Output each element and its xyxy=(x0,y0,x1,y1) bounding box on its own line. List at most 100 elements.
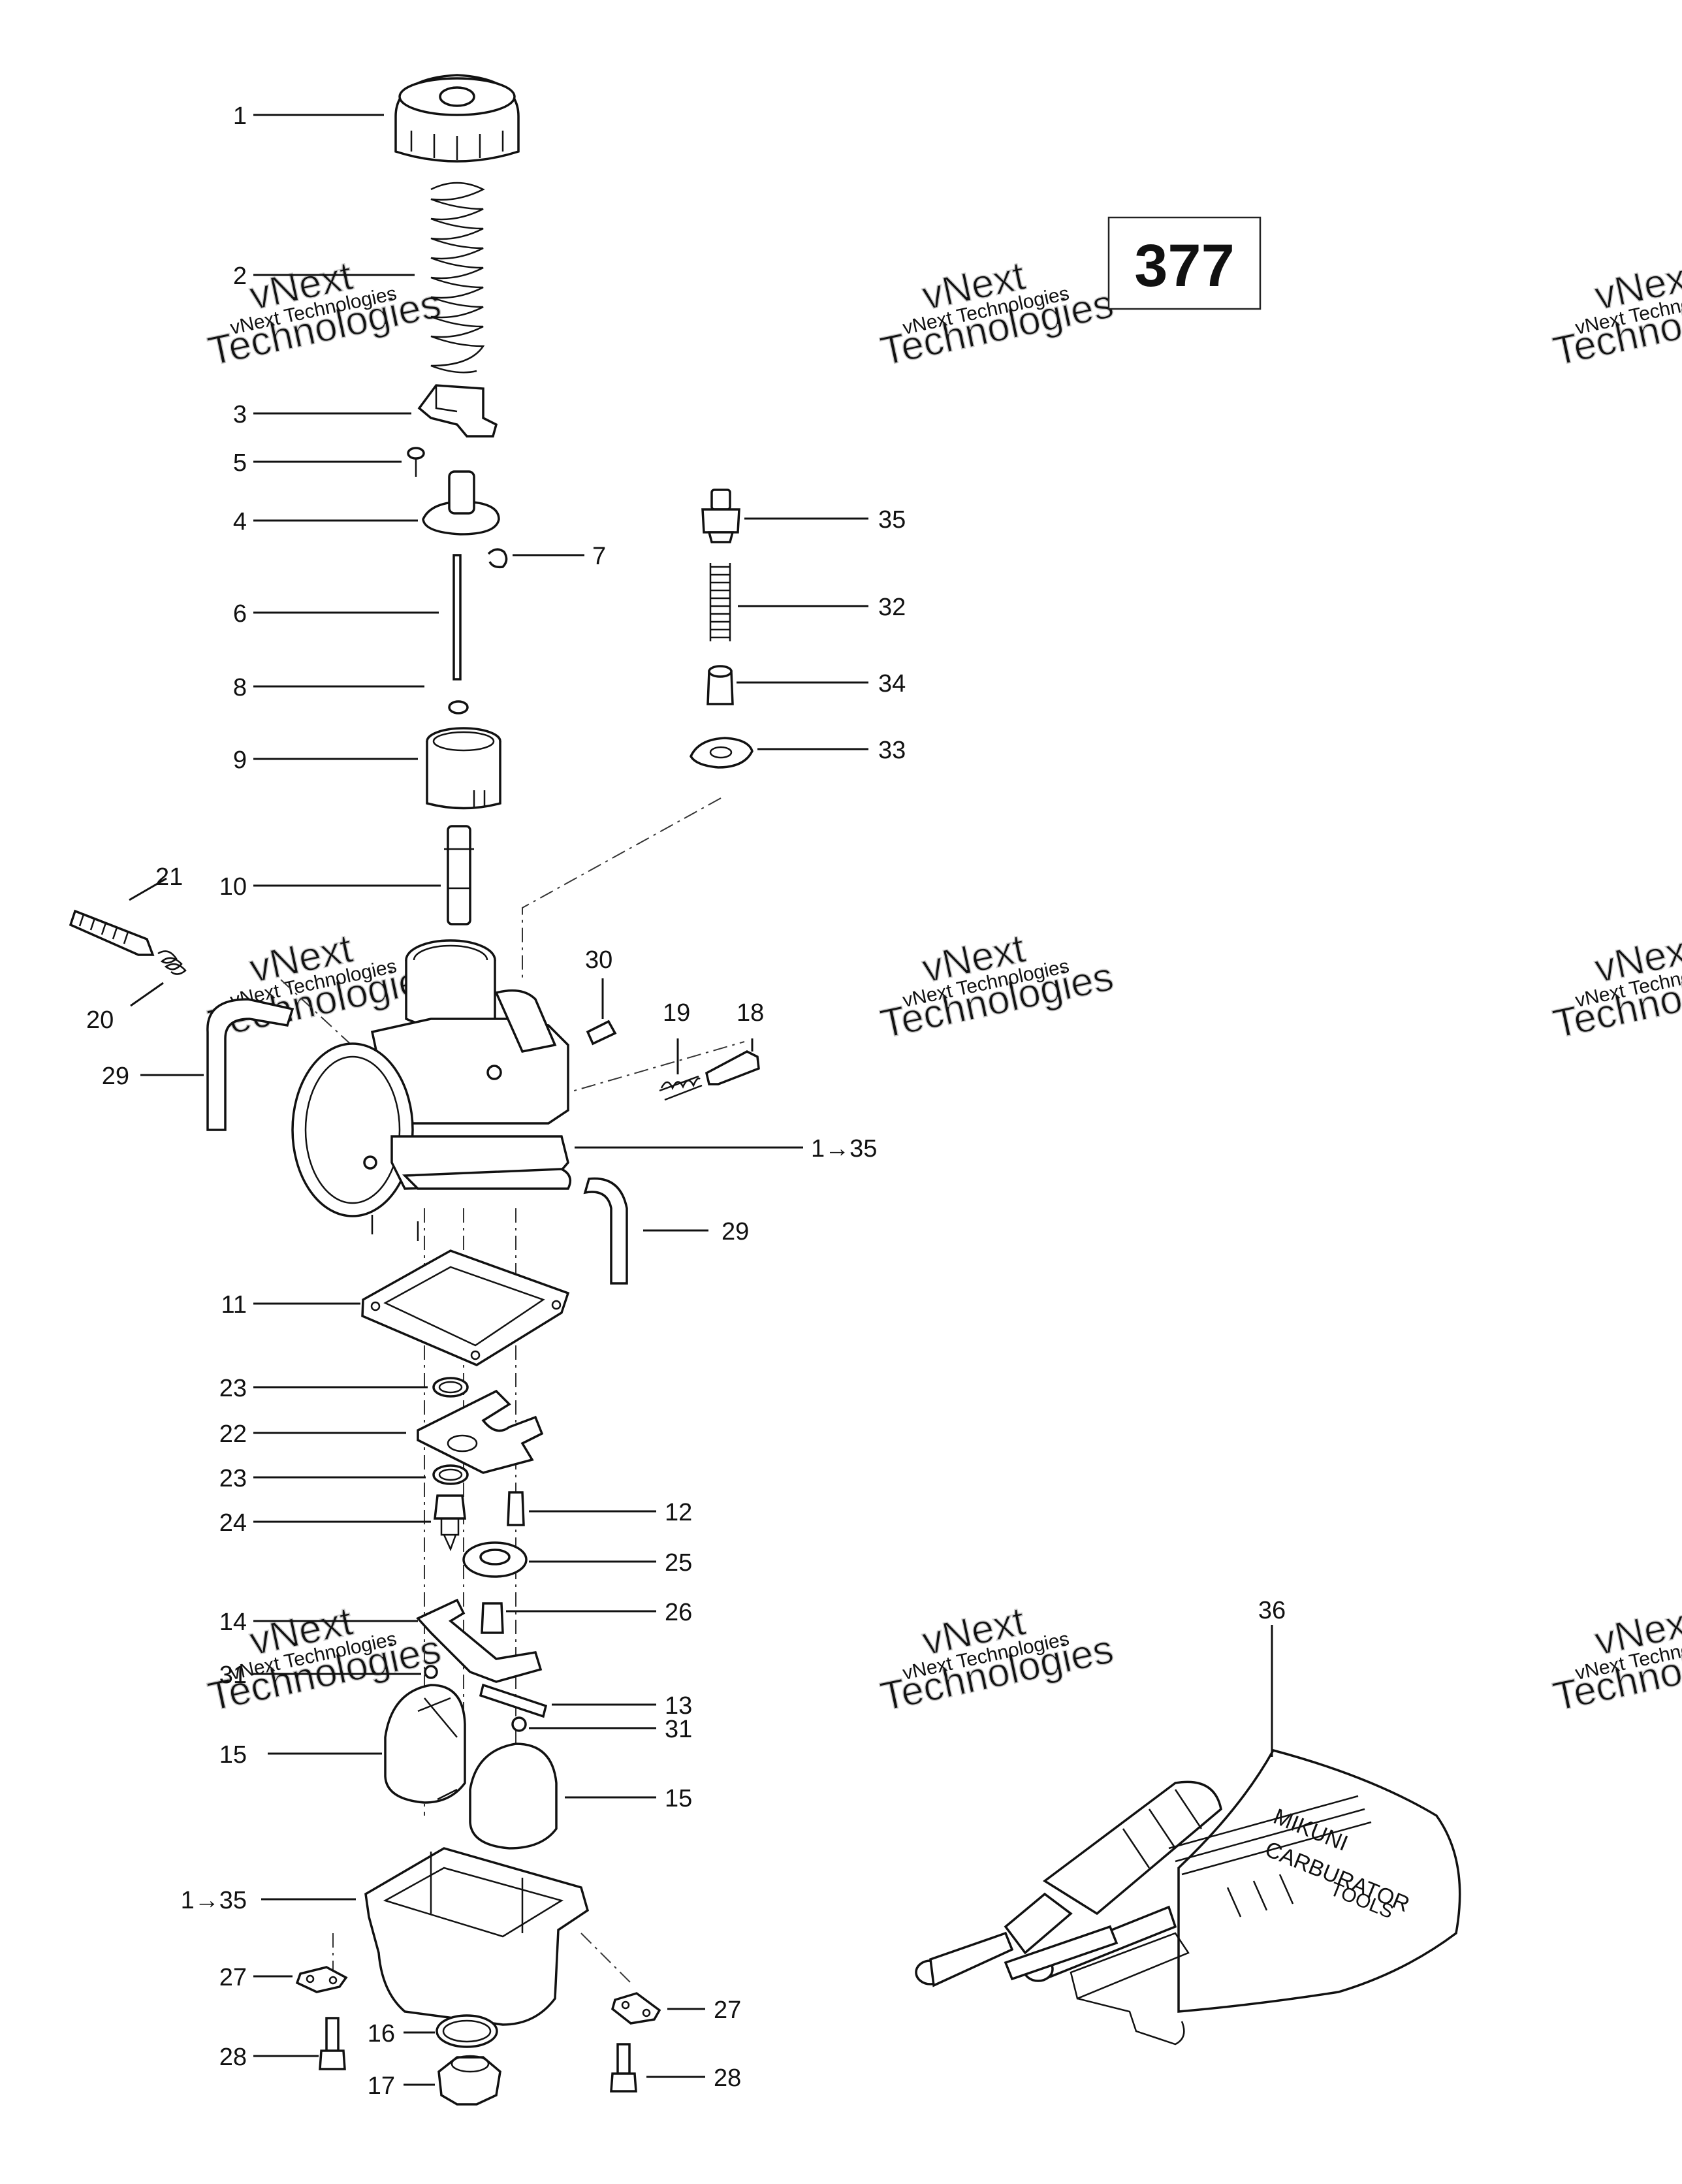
callout-22: 22 xyxy=(219,1421,247,1448)
part-needle-jet xyxy=(444,825,474,925)
callout-31-lower: 31 xyxy=(665,1716,692,1743)
callout-7: 7 xyxy=(592,543,606,570)
callout-29-right: 29 xyxy=(722,1218,749,1245)
watermark: vNext Technologies vNext Technologies xyxy=(1549,1598,1682,1720)
part-idle-spring xyxy=(659,1075,703,1101)
part-idle-screw xyxy=(705,1050,760,1085)
part-float-left xyxy=(384,1684,466,1804)
part-pin-upper xyxy=(424,1665,438,1679)
part-bowl-screw-right xyxy=(610,2043,637,2093)
callout-16: 16 xyxy=(368,2020,395,2048)
callout-5: 5 xyxy=(233,449,247,477)
part-plug xyxy=(586,1020,617,1046)
part-pilot-spring xyxy=(157,950,187,975)
callout-labels: 1 2 3 5 4 7 6 8 9 10 21 20 29 35 32 34 3… xyxy=(86,103,1286,2100)
watermark: vNext Technologies vNext Technologies xyxy=(876,925,1118,1048)
part-carburetor-body xyxy=(291,939,572,1241)
callout-12: 12 xyxy=(665,1499,692,1526)
diagram-number: 377 xyxy=(1134,233,1235,299)
callout-2: 2 xyxy=(233,263,247,290)
part-float-bowl-gasket xyxy=(361,1249,570,1366)
part-needle xyxy=(452,554,462,681)
callout-18: 18 xyxy=(737,999,764,1027)
part-o-ring-upper xyxy=(432,1377,469,1398)
part-main-jet xyxy=(481,1602,504,1634)
callout-3: 3 xyxy=(233,401,247,428)
callout-24: 24 xyxy=(219,1509,247,1537)
callout-28-right: 28 xyxy=(714,2064,741,2092)
callout-23-lower: 23 xyxy=(219,1465,247,1492)
part-adjuster-washer xyxy=(690,737,754,769)
callout-29-left: 29 xyxy=(102,1063,129,1090)
part-pilot-screw xyxy=(69,909,155,956)
part-bowl-bracket-right xyxy=(611,1992,661,2025)
part-baffle-plate xyxy=(417,1389,544,1474)
callout-27-left: 27 xyxy=(219,1964,247,1991)
callout-27-right: 27 xyxy=(714,1997,741,2024)
watermark: vNext Technologies vNext Technologies xyxy=(1549,925,1682,1048)
callout-36: 36 xyxy=(1258,1597,1286,1624)
callout-19: 19 xyxy=(663,999,690,1027)
callout-30: 30 xyxy=(585,946,612,974)
part-plate-clip xyxy=(417,384,498,438)
diagram-number-badge: 377 xyxy=(1107,216,1262,310)
part-adjuster-spring xyxy=(709,563,731,641)
part-screw-small xyxy=(407,447,425,477)
part-float-right xyxy=(437,1742,558,1850)
part-float-arm xyxy=(416,1598,543,1683)
part-bowl-bracket-left xyxy=(295,1966,348,1993)
callout-13: 13 xyxy=(665,1692,692,1720)
callout-32: 32 xyxy=(878,594,906,621)
callout-8: 8 xyxy=(233,674,247,701)
part-drain-plug xyxy=(437,2055,501,2106)
part-cable-adjuster-top xyxy=(701,489,740,543)
callout-11: 11 xyxy=(221,1291,247,1319)
callout-6: 6 xyxy=(233,600,247,628)
part-tool-kit: MIKUNI CARBURATOR TOOLS xyxy=(915,1748,1461,2046)
callout-23-upper: 23 xyxy=(219,1375,247,1402)
watermark: vNext Technologies vNext Technologies xyxy=(876,253,1118,375)
watermark: vNext Technologies vNext Technologies xyxy=(204,253,445,375)
parts: MIKUNI CARBURATOR TOOLS xyxy=(69,74,1461,2106)
part-adjuster-nut xyxy=(706,665,734,705)
leader-lines xyxy=(129,114,1273,2086)
callout-25: 25 xyxy=(665,1549,692,1577)
callout-1-to-35-lower: 1→35 xyxy=(181,1887,247,1914)
part-cap xyxy=(394,74,520,163)
part-pilot-jet xyxy=(507,1491,525,1526)
part-valve-seat xyxy=(462,1541,528,1578)
callout-17: 17 xyxy=(368,2072,395,2100)
callout-9: 9 xyxy=(233,747,247,774)
part-washer-small xyxy=(448,700,469,715)
part-drain-o-ring xyxy=(436,2014,498,2048)
callout-20: 20 xyxy=(86,1006,114,1034)
part-pin-lower xyxy=(511,1716,527,1732)
callout-15-right: 15 xyxy=(665,1785,692,1812)
callout-14: 14 xyxy=(219,1609,247,1636)
callout-10: 10 xyxy=(219,873,247,901)
callout-34: 34 xyxy=(878,670,906,698)
part-needle-valve xyxy=(434,1494,466,1552)
part-cable-holder xyxy=(422,470,500,536)
part-float-pin xyxy=(479,1683,548,1718)
part-float-bowl xyxy=(364,1847,590,2026)
part-throttle-valve xyxy=(426,727,501,810)
callout-4: 4 xyxy=(233,508,247,536)
callout-1-to-35-upper: 1→35 xyxy=(811,1135,877,1163)
callout-28-left: 28 xyxy=(219,2044,247,2071)
part-e-clip xyxy=(487,548,508,569)
watermark: vNext Technologies vNext Technologies xyxy=(876,1598,1118,1720)
part-bowl-screw-left xyxy=(319,2017,346,2070)
callout-1: 1 xyxy=(233,103,247,130)
callout-15-left: 15 xyxy=(219,1741,247,1769)
callout-33: 33 xyxy=(878,737,906,764)
part-o-ring-lower xyxy=(432,1464,469,1485)
part-vent-hose-right xyxy=(583,1177,628,1285)
watermark: vNext Technologies vNext Technologies xyxy=(1549,253,1682,375)
callout-26: 26 xyxy=(665,1599,692,1626)
part-spring xyxy=(430,182,485,374)
part-vent-hose-left xyxy=(206,998,294,1131)
callout-31-upper: 31 xyxy=(219,1662,247,1689)
callout-35: 35 xyxy=(878,506,906,534)
